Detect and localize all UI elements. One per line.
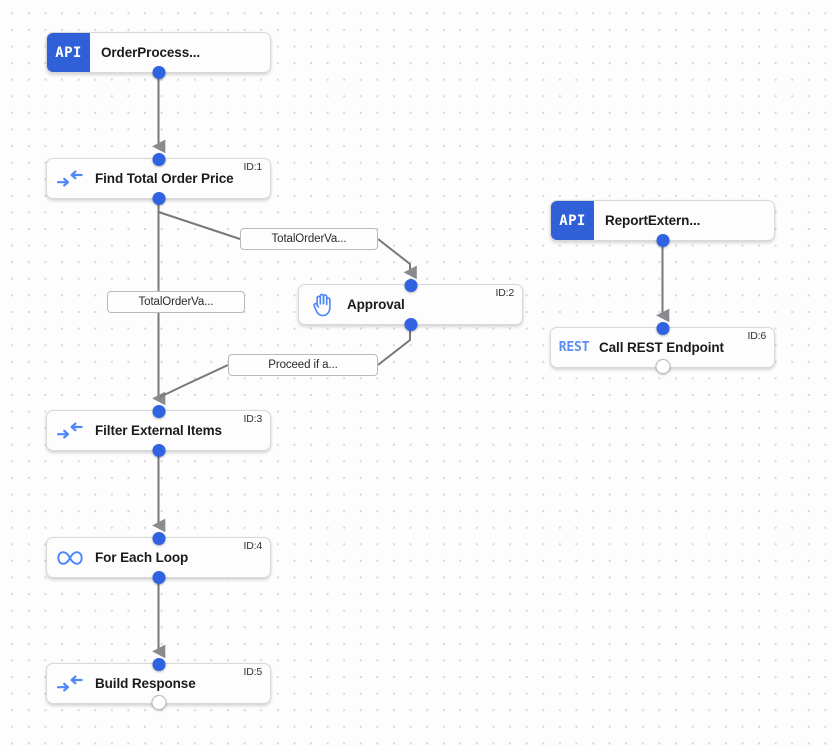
node-input-port[interactable] bbox=[152, 404, 165, 418]
edge-find-total-to-approval-a bbox=[157, 200, 241, 240]
node-output-port[interactable] bbox=[404, 317, 417, 331]
edge-approval-to-filter-a bbox=[377, 326, 411, 366]
merge-arrows-icon bbox=[47, 664, 93, 703]
node-label: ReportExtern... bbox=[605, 213, 701, 228]
node-label: Call REST Endpoint bbox=[599, 340, 724, 355]
node-id-badge: ID:4 bbox=[243, 540, 263, 552]
node-id-badge: ID:1 bbox=[243, 161, 263, 173]
infinity-icon bbox=[47, 538, 93, 577]
edge-label-total-order-value-to-filter[interactable]: TotalOrderVa... bbox=[107, 291, 245, 313]
node-output-port[interactable] bbox=[152, 570, 165, 584]
node-id-badge: ID:5 bbox=[243, 666, 263, 678]
node-label: Approval bbox=[347, 297, 405, 312]
node-input-port[interactable] bbox=[152, 657, 165, 671]
api-badge-icon: API bbox=[551, 201, 594, 240]
node-id-badge: ID:2 bbox=[495, 287, 515, 299]
node-output-port[interactable] bbox=[656, 233, 669, 247]
edge-find-total-to-approval-b bbox=[377, 238, 417, 280]
node-label: Find Total Order Price bbox=[95, 171, 234, 186]
merge-arrows-icon bbox=[47, 411, 93, 450]
node-label: Build Response bbox=[95, 676, 196, 691]
rest-text-icon: REST bbox=[558, 340, 590, 355]
hand-icon bbox=[299, 285, 345, 324]
merge-arrows-icon bbox=[47, 159, 93, 198]
node-build-response[interactable]: Build Response ID:5 bbox=[46, 657, 271, 710]
node-output-port[interactable] bbox=[152, 65, 165, 79]
api-badge-icon: API bbox=[47, 33, 90, 72]
node-label: OrderProcess... bbox=[101, 45, 201, 60]
node-input-port[interactable] bbox=[152, 152, 165, 166]
node-id-badge: ID:6 bbox=[747, 330, 767, 342]
edge-label-proceed-if-approved[interactable]: Proceed if a... bbox=[228, 354, 378, 376]
node-output-port[interactable] bbox=[152, 191, 165, 205]
node-id-badge: ID:3 bbox=[243, 413, 263, 425]
node-output-port[interactable] bbox=[152, 443, 165, 457]
node-approval[interactable]: Approval ID:2 bbox=[298, 278, 523, 331]
node-order-process[interactable]: API OrderProcess... bbox=[46, 32, 271, 79]
edge-approval-to-filter-b bbox=[159, 364, 229, 398]
node-input-port[interactable] bbox=[152, 531, 165, 545]
node-find-total-order-price[interactable]: Find Total Order Price ID:1 bbox=[46, 152, 271, 205]
node-input-port[interactable] bbox=[404, 278, 417, 292]
node-label: Filter External Items bbox=[95, 423, 222, 438]
node-filter-external-items[interactable]: Filter External Items ID:3 bbox=[46, 404, 271, 457]
node-label: For Each Loop bbox=[95, 550, 189, 565]
node-output-port[interactable] bbox=[151, 694, 166, 710]
node-for-each-loop[interactable]: For Each Loop ID:4 bbox=[46, 531, 271, 584]
node-input-port[interactable] bbox=[656, 321, 669, 335]
node-output-port[interactable] bbox=[655, 358, 670, 374]
node-call-rest-endpoint[interactable]: REST Call REST Endpoint ID:6 bbox=[550, 321, 775, 374]
node-report-extern[interactable]: API ReportExtern... bbox=[550, 200, 775, 247]
edge-label-total-order-value-to-approval[interactable]: TotalOrderVa... bbox=[240, 228, 378, 250]
